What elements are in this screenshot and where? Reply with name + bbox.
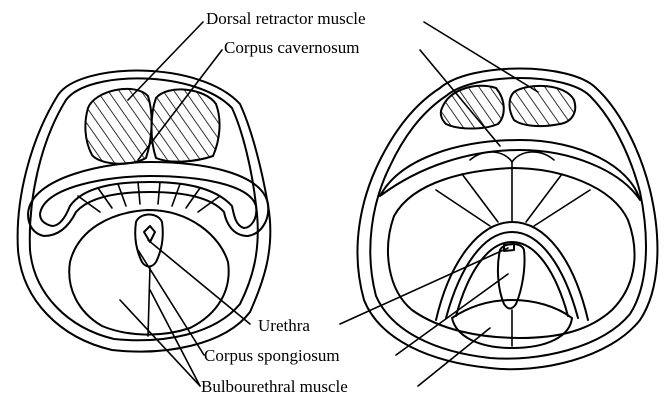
- left-dorsal-retractor-muscle-left: [85, 89, 151, 164]
- label-corpus-spongiosum: Corpus spongiosum: [204, 346, 340, 365]
- left-median-septum: [148, 266, 150, 336]
- right-corpus-spongiosum: [498, 244, 525, 309]
- left-dorsal-retractor-muscle-right: [152, 89, 220, 161]
- left-corpus-cavernosum-band: [28, 162, 268, 236]
- right-radial-septa: [436, 174, 590, 226]
- leader-lines: [120, 22, 538, 386]
- labels: Dorsal retractor muscle Corpus cavernosu…: [201, 9, 366, 396]
- label-corpus-cavernosum: Corpus cavernosum: [224, 38, 360, 57]
- left-urethra: [144, 226, 155, 242]
- label-bulbourethral-muscle: Bulbourethral muscle: [201, 377, 348, 396]
- right-dorsal-retractor-muscle-right: [510, 86, 576, 126]
- right-outer-sheath: [357, 69, 657, 370]
- label-dorsal-retractor-muscle: Dorsal retractor muscle: [206, 9, 366, 28]
- label-urethra: Urethra: [258, 316, 310, 335]
- right-top-lobes: [470, 152, 554, 162]
- right-cross-section: [357, 69, 657, 370]
- right-spongiosum-arch-inner: [456, 242, 568, 316]
- left-corpus-cavernosum-inner: [40, 176, 256, 228]
